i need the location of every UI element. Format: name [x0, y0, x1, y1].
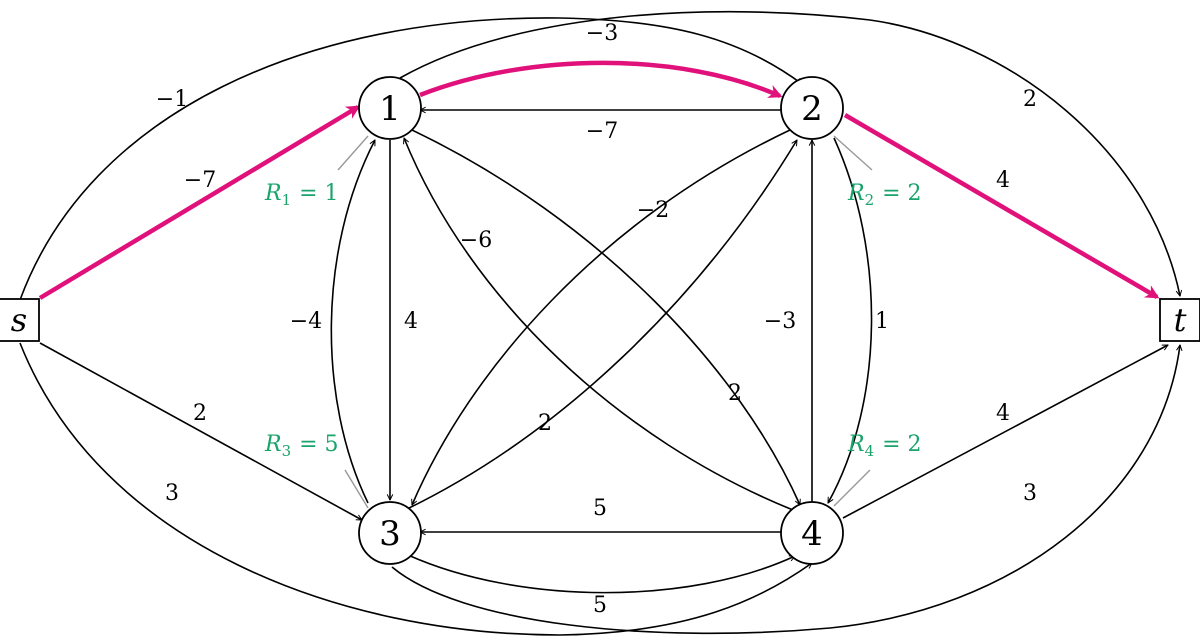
weight-2-t: 4 — [996, 168, 1010, 193]
residual-labels: R1= 1 R2= 2 R3= 5 R4= 2 — [264, 181, 922, 460]
node-2 — [780, 76, 844, 140]
edge-4-t — [842, 344, 1168, 519]
node-4-label: 4 — [801, 514, 823, 554]
residual-pins — [337, 135, 873, 509]
node-3 — [358, 501, 422, 565]
residual-sub-2: 2 — [865, 191, 875, 209]
residual-eq-3: = 5 — [299, 432, 338, 457]
residual-var-4: R — [847, 432, 865, 457]
node-4 — [780, 501, 844, 565]
node-1-label: 1 — [379, 89, 401, 129]
residual-eq-2: = 2 — [882, 181, 921, 206]
weight-s-1: −7 — [184, 168, 216, 193]
hl-edge-s-1 — [38, 105, 361, 300]
edge-3-1 — [330, 140, 376, 504]
weight-4-2: −3 — [764, 309, 796, 334]
weight-4-1: −6 — [460, 228, 492, 253]
weight-4-t: 4 — [996, 401, 1010, 426]
weight-1-3: 4 — [404, 309, 418, 334]
pin-r2 — [833, 135, 873, 171]
weight-1-t: 2 — [1023, 87, 1037, 112]
residual-var-3: R — [264, 432, 282, 457]
weight-s-2: −1 — [156, 87, 188, 112]
weight-1-4: 2 — [728, 381, 742, 406]
edges — [19, 10, 1180, 636]
node-t-label: t — [1174, 301, 1187, 339]
weight-3-1: −4 — [290, 309, 322, 334]
residual-sub-4: 4 — [865, 442, 875, 460]
edge-4-1 — [404, 138, 794, 511]
edge-s-4 — [19, 342, 812, 636]
weight-3-t: 3 — [1023, 481, 1037, 506]
weight-2-4: 1 — [875, 309, 889, 334]
edge-s-2 — [19, 17, 802, 301]
weight-s-3: 2 — [193, 401, 207, 426]
residual-var-2: R — [847, 181, 865, 206]
residual-sub-1: 1 — [282, 191, 292, 209]
residual-eq-4: = 2 — [882, 432, 921, 457]
node-1 — [358, 76, 422, 140]
edge-3-t — [391, 345, 1180, 635]
residual-label-4: R4 = 2 — [847, 432, 922, 460]
pin-r3 — [344, 469, 369, 509]
residual-label-3: R3 = 5 — [264, 432, 339, 460]
residual-var-1: R — [264, 181, 282, 206]
node-t — [1159, 298, 1200, 342]
weight-4-3: 5 — [593, 496, 607, 521]
weight-2-1: −7 — [586, 119, 618, 144]
pin-r1 — [337, 135, 369, 171]
residual-sub-3: 3 — [282, 442, 292, 460]
nodes: s t 1 2 3 4 — [0, 76, 1200, 565]
hl-edge-2-t — [843, 113, 1160, 299]
edge-3-4 — [407, 554, 795, 594]
pin-r4 — [833, 469, 871, 507]
edge-1-t — [399, 10, 1180, 296]
residual-label-1: R1 = 1 — [264, 181, 339, 209]
weight-3-2: 2 — [538, 411, 552, 436]
weight-s-4: 3 — [165, 481, 179, 506]
edge-1-4 — [411, 129, 800, 505]
highlighted-path — [38, 60, 1160, 300]
node-2-label: 2 — [801, 89, 823, 129]
hl-edge-1-2 — [419, 60, 783, 99]
weight-1-2: −3 — [586, 21, 618, 46]
weight-2-3: −2 — [637, 198, 669, 223]
edge-s-3 — [39, 342, 362, 521]
edge-2-4 — [827, 137, 873, 503]
node-s-label: s — [11, 301, 27, 339]
residual-eq-1: = 1 — [299, 181, 338, 206]
node-3-label: 3 — [379, 514, 401, 554]
edge-2-3 — [412, 129, 791, 505]
edge-3-2 — [404, 140, 798, 511]
edge-weights: −1 −7 −3 −7 2 4 −2 −6 −4 4 −3 1 2 2 2 4 … — [156, 21, 1037, 618]
residual-label-2: R2 = 2 — [847, 181, 922, 209]
weight-3-4: 5 — [593, 593, 607, 618]
node-s — [0, 298, 40, 342]
